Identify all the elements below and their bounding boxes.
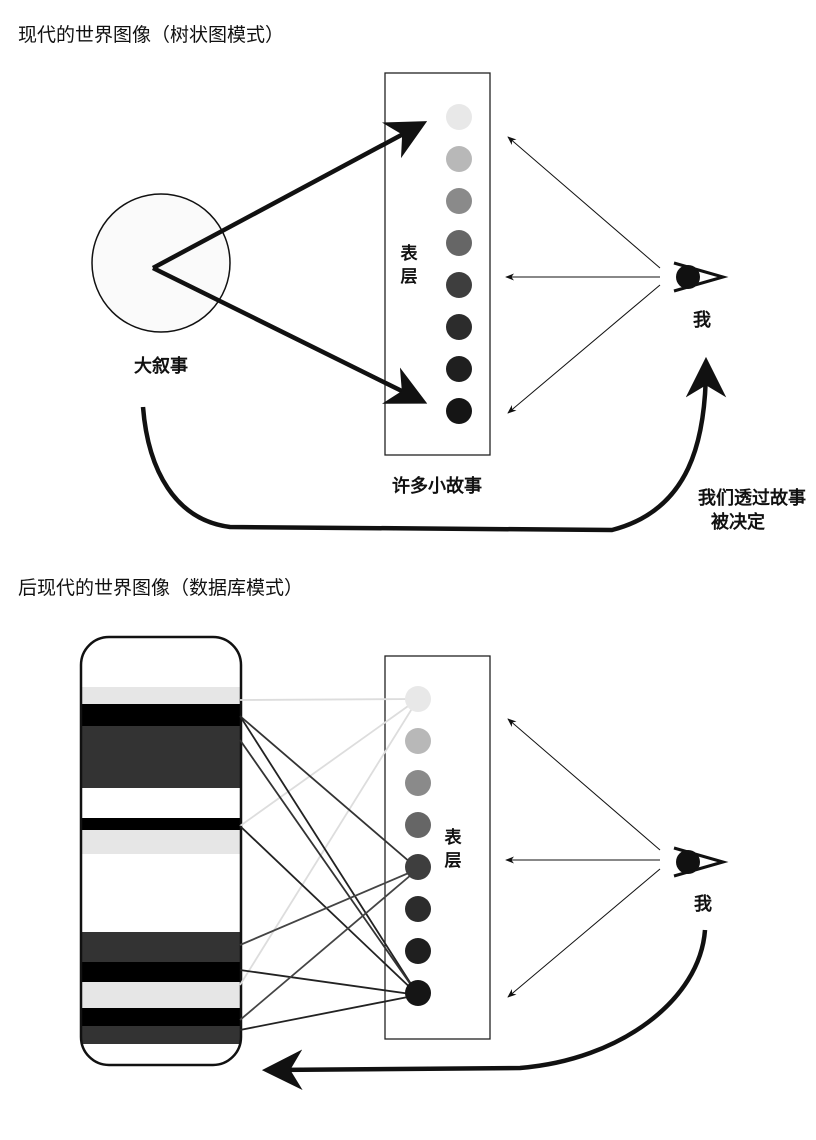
story-dot-top-1 [446, 104, 472, 130]
database-band-1 [82, 687, 240, 704]
eye-icon [673, 261, 729, 293]
story-dot-top-7 [446, 356, 472, 382]
me-label-bottom: 我 [694, 894, 712, 915]
database-band-5 [82, 818, 240, 830]
story-dot-bottom-5 [405, 854, 431, 880]
postmodern-section-title: 后现代的世界图像（数据库模式） [18, 577, 304, 599]
me-label-top: 我 [693, 310, 711, 331]
database-band-6 [82, 830, 240, 854]
database-link-8 [239, 868, 419, 946]
database-band-12 [82, 1026, 240, 1044]
database-link-3 [239, 698, 419, 986]
modern-section-title: 现代的世界图像（树状图模式） [18, 24, 285, 46]
database-link-1 [239, 698, 419, 701]
gaze-arrow-bottom-bottom [507, 868, 661, 998]
decided-label-line2: 被决定 [711, 511, 765, 533]
database-band-4 [82, 788, 240, 818]
gaze-arrow-top-bottom [507, 718, 661, 851]
database-link-5 [239, 715, 419, 996]
story-dot-bottom-4 [405, 812, 431, 838]
small-stories-label: 许多小故事 [392, 475, 482, 497]
database-band-11 [82, 1008, 240, 1026]
narrative-arrow-upper [151, 121, 428, 270]
database-links [239, 698, 419, 1031]
database-link-4 [239, 715, 419, 870]
determination-curve-arrow [140, 356, 727, 533]
surface-label-char-2-top: 层 [401, 267, 418, 287]
surface-label-char-1-bottom: 表 [445, 827, 463, 848]
database-link-7 [239, 825, 419, 996]
small-stories-dots-top [446, 104, 472, 424]
database-band-2 [82, 704, 240, 726]
database-band-3 [82, 726, 240, 788]
surface-label-char-1-top: 表 [401, 243, 419, 264]
surface-box-bottom [384, 655, 491, 1040]
small-stories-dots-bottom [405, 686, 431, 1006]
database-cylinder [79, 635, 243, 1067]
surface-box-top [384, 72, 491, 456]
decided-label-line1: 我们透过故事 [698, 487, 806, 509]
database-band-9 [82, 962, 240, 982]
story-dot-top-5 [446, 272, 472, 298]
database-band-8 [82, 932, 240, 962]
eye-icon-bottom [673, 846, 729, 878]
database-link-9 [239, 969, 419, 996]
story-dot-bottom-3 [405, 770, 431, 796]
story-dot-bottom-1 [405, 686, 431, 712]
surface-label-char-2-bottom: 层 [445, 851, 462, 871]
story-dot-bottom-6 [405, 896, 431, 922]
story-dot-top-8 [446, 398, 472, 424]
story-dot-top-6 [446, 314, 472, 340]
grand-narrative-label: 大叙事 [134, 355, 188, 377]
database-link-2 [239, 698, 419, 827]
gaze-arrow-top [507, 136, 661, 269]
database-band-10 [82, 982, 240, 1008]
database-link-11 [239, 994, 419, 1031]
story-dot-top-4 [446, 230, 472, 256]
database-band-7 [82, 854, 240, 932]
story-dot-top-2 [446, 146, 472, 172]
database-link-10 [239, 868, 419, 1021]
database-bands [82, 687, 240, 1044]
gaze-arrow-bottom [507, 284, 661, 414]
narrative-arrow-lower [152, 265, 428, 404]
story-dot-bottom-2 [405, 728, 431, 754]
database-link-6 [239, 739, 419, 996]
story-dot-top-3 [446, 188, 472, 214]
story-dot-bottom-8 [405, 980, 431, 1006]
story-dot-bottom-7 [405, 938, 431, 964]
access-curve-arrow [261, 929, 708, 1090]
